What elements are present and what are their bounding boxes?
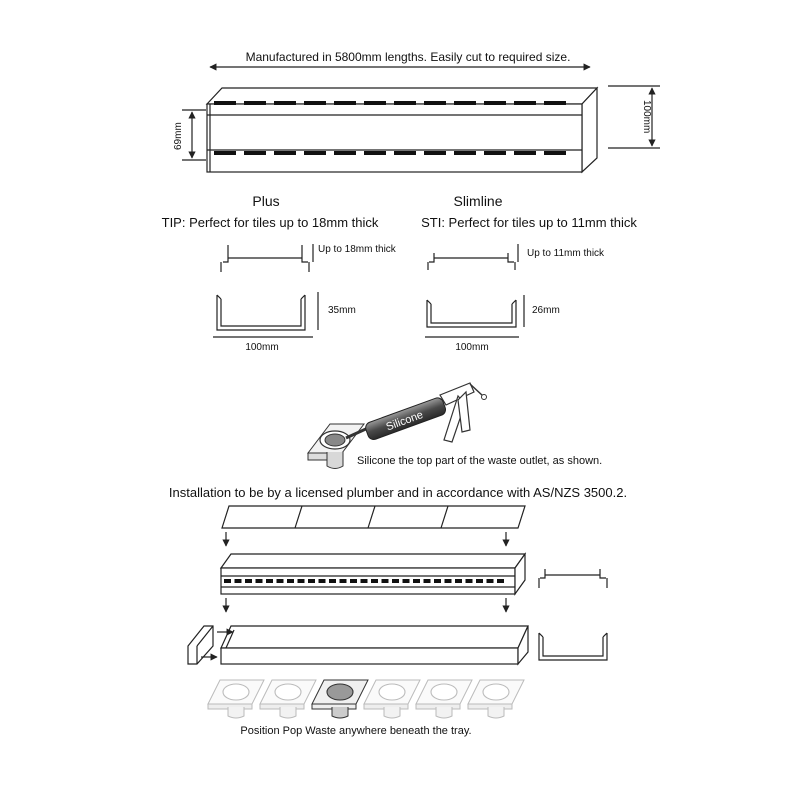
slot	[339, 579, 347, 583]
plus-section: Plus TIP: Perfect for tiles up to 18mm t…	[162, 193, 397, 353]
slot	[486, 579, 494, 583]
slot	[444, 579, 452, 583]
plus-channel-profile	[216, 294, 306, 331]
slot	[304, 151, 326, 155]
slot	[455, 579, 462, 583]
pop-waste-icon	[207, 679, 265, 719]
plus-title: Plus	[252, 193, 279, 209]
caulking-gun-icon: Silicone	[345, 382, 487, 443]
slot	[364, 101, 386, 105]
pop-waste-icon	[363, 679, 421, 719]
bottom-slot-row	[214, 151, 566, 155]
slimline-width-label: 100mm	[455, 342, 488, 353]
pop-waste-icon	[467, 679, 525, 719]
length-dimension: Manufactured in 5800mm lengths. Easily c…	[209, 48, 591, 71]
top-slot-row	[214, 101, 566, 105]
slimline-thickness-label: Up to 11mm thick	[527, 248, 605, 259]
slimline-height-label: 26mm	[532, 305, 560, 316]
plus-height-label: 35mm	[328, 305, 356, 316]
pop-waste-icon	[311, 679, 369, 719]
slot	[350, 579, 357, 583]
tile-layer	[221, 505, 526, 529]
inner-label: 69mm	[173, 122, 184, 150]
slot	[484, 101, 506, 105]
grate-slot-row	[224, 579, 504, 583]
slot	[360, 579, 368, 583]
channel-side-profile	[538, 632, 608, 661]
slot	[476, 579, 483, 583]
slot	[297, 579, 305, 583]
plus-width-label: 100mm	[245, 342, 278, 353]
slot	[234, 579, 242, 583]
slot	[244, 151, 266, 155]
slot	[544, 151, 566, 155]
slot	[245, 579, 252, 583]
slot	[371, 579, 378, 583]
slot	[544, 101, 566, 105]
slot	[381, 579, 389, 583]
slot	[497, 579, 504, 583]
slimline-tip: STI: Perfect for tiles up to 11mm thick	[421, 215, 637, 230]
pop-waste-icon	[259, 679, 317, 719]
slot	[394, 151, 416, 155]
length-note: Manufactured in 5800mm lengths. Easily c…	[246, 50, 571, 64]
slot	[255, 579, 263, 583]
height-dimension: 100mm	[608, 85, 660, 149]
inner-dimension: 69mm	[173, 109, 206, 161]
slot	[454, 151, 476, 155]
slot	[424, 101, 446, 105]
slot	[454, 101, 476, 105]
plus-thickness-label: Up to 18mm thick	[318, 244, 397, 255]
slot	[274, 101, 296, 105]
slot	[308, 579, 315, 583]
slot	[329, 579, 336, 583]
grate-side-profile	[538, 569, 608, 588]
slot	[423, 579, 431, 583]
plus-grate-profile	[220, 244, 314, 272]
channel-layer	[220, 625, 529, 666]
slot	[304, 101, 326, 105]
slot	[318, 579, 326, 583]
slot	[244, 101, 266, 105]
slimline-channel-profile	[426, 299, 517, 328]
slot	[434, 579, 441, 583]
slot	[334, 151, 356, 155]
slot	[334, 101, 356, 105]
slot	[274, 151, 296, 155]
silicone-note: Silicone the top part of the waste outle…	[357, 455, 602, 467]
slot	[266, 579, 273, 583]
slot	[276, 579, 284, 583]
installation-note: Installation to be by a licensed plumber…	[169, 485, 627, 500]
slot	[484, 151, 506, 155]
pop-waste-row	[207, 679, 525, 719]
slot	[424, 151, 446, 155]
waste-outlet-icon	[306, 423, 366, 469]
slot	[224, 579, 231, 583]
slot	[214, 101, 236, 105]
slot	[402, 579, 410, 583]
slot	[392, 579, 399, 583]
slot	[287, 579, 294, 583]
slimline-section: Slimline STI: Perfect for tiles up to 11…	[421, 193, 637, 353]
slimline-grate-profile	[427, 244, 519, 270]
slot	[514, 151, 536, 155]
slot	[413, 579, 420, 583]
plus-tip: TIP: Perfect for tiles up to 18mm thick	[162, 215, 379, 230]
end-cap	[187, 625, 214, 665]
silicone-illustration: Silicone Silicone the top part of the wa…	[306, 382, 602, 469]
slimline-title: Slimline	[453, 193, 502, 209]
slot	[465, 579, 473, 583]
channel-length-view	[205, 86, 599, 174]
slot	[394, 101, 416, 105]
slot	[514, 101, 536, 105]
waste-note: Position Pop Waste anywhere beneath the …	[240, 725, 471, 737]
grate-layer	[219, 552, 527, 596]
pop-waste-icon	[415, 679, 473, 719]
slot	[364, 151, 386, 155]
slot	[214, 151, 236, 155]
height-label: 100mm	[641, 100, 652, 133]
